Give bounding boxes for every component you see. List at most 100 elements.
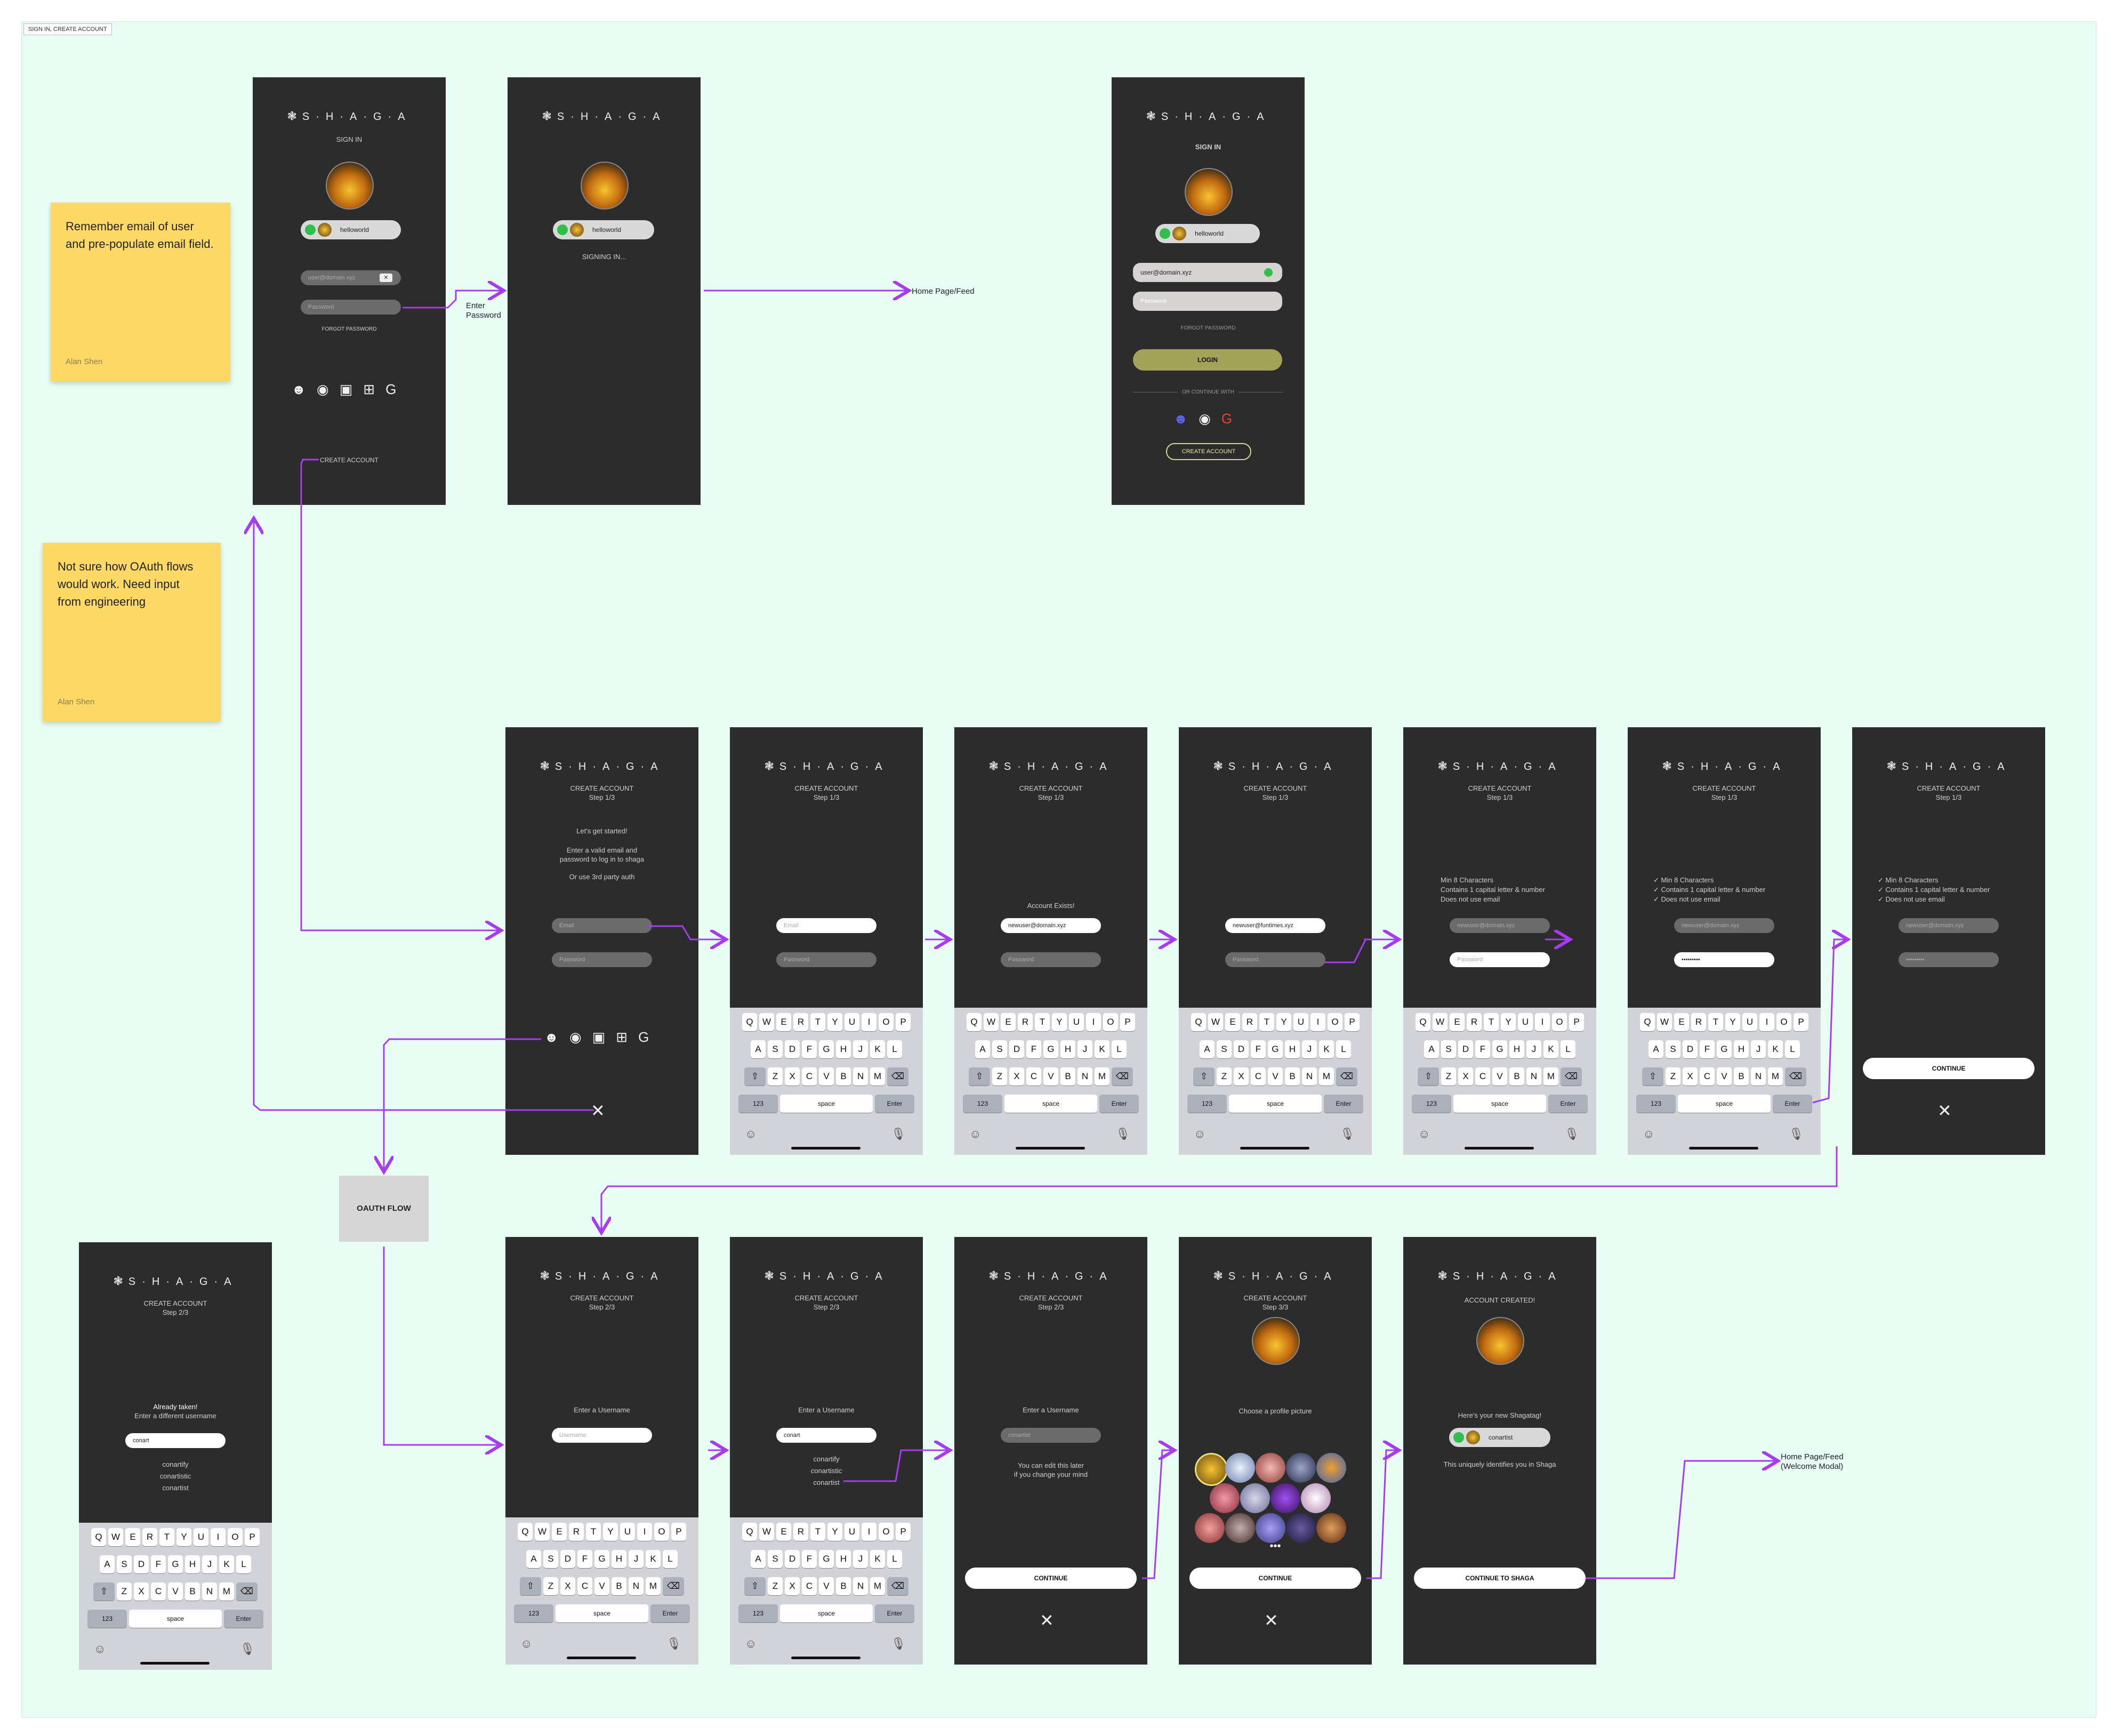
mic-icon[interactable]: 🎙 xyxy=(1789,1127,1804,1140)
keyboard-key[interactable]: Enter xyxy=(875,1604,914,1622)
keyboard-key[interactable]: space xyxy=(1004,1095,1097,1113)
keyboard-key[interactable]: T xyxy=(586,1523,601,1541)
keyboard-key[interactable]: O xyxy=(1328,1013,1342,1031)
emoji-icon[interactable]: ☺ xyxy=(745,1127,757,1140)
keyboard-key[interactable]: T xyxy=(1484,1013,1499,1031)
keyboard-key[interactable]: U xyxy=(845,1013,859,1031)
keyboard-key[interactable]: M xyxy=(646,1577,661,1595)
keyboard-key[interactable]: S xyxy=(992,1040,1007,1058)
keyboard-key[interactable]: G xyxy=(1268,1040,1283,1058)
keyboard-key[interactable]: W xyxy=(1657,1013,1672,1031)
keyboard-key[interactable]: F xyxy=(151,1555,166,1573)
shift-icon[interactable]: ⇧ xyxy=(744,1067,766,1086)
clear-icon[interactable]: ✕ xyxy=(380,274,392,282)
keyboard-key[interactable]: R xyxy=(793,1523,808,1541)
keyboard-key[interactable]: X xyxy=(785,1067,800,1086)
keyboard-key[interactable]: space xyxy=(1453,1095,1546,1113)
username-suggestion[interactable]: conartistic xyxy=(159,1472,191,1480)
keyboard-key[interactable]: X xyxy=(1234,1067,1249,1086)
keyboard-key[interactable]: P xyxy=(1794,1013,1808,1031)
keyboard-key[interactable]: T xyxy=(159,1528,174,1546)
keyboard-key[interactable]: O xyxy=(654,1523,669,1541)
keyboard-key[interactable]: V xyxy=(1268,1067,1283,1086)
create-account-button[interactable]: CREATE ACCOUNT xyxy=(1166,443,1251,460)
keyboard-key[interactable]: I xyxy=(862,1013,876,1031)
profile-picture-option[interactable] xyxy=(1240,1483,1270,1513)
keyboard-key[interactable]: X xyxy=(1009,1067,1024,1086)
keyboard-key[interactable]: N xyxy=(853,1067,868,1086)
password-field[interactable]: ••••••••• xyxy=(1674,952,1774,967)
keyboard-key[interactable]: S xyxy=(768,1550,783,1568)
keyboard-key[interactable]: R xyxy=(569,1523,584,1541)
keyboard-key[interactable]: R xyxy=(793,1013,808,1031)
keyboard-key[interactable]: H xyxy=(1734,1040,1749,1058)
username-field[interactable]: conart xyxy=(125,1433,226,1448)
keyboard-key[interactable]: Enter xyxy=(224,1610,263,1628)
keyboard-key[interactable]: N xyxy=(1302,1067,1317,1086)
keyboard-key[interactable]: E xyxy=(125,1528,140,1546)
keyboard-key[interactable]: K xyxy=(1543,1040,1558,1058)
close-icon[interactable]: ✕ xyxy=(1040,1611,1054,1630)
keyboard-key[interactable]: T xyxy=(810,1013,825,1031)
keyboard-key[interactable]: L xyxy=(1561,1040,1575,1058)
keyboard-key[interactable]: R xyxy=(142,1528,157,1546)
keyboard-key[interactable]: K xyxy=(219,1555,234,1573)
keyboard-key[interactable]: I xyxy=(1759,1013,1774,1031)
keyboard-key[interactable]: V xyxy=(594,1577,609,1595)
forgot-password-link[interactable]: FORGOT PASSWORD xyxy=(321,326,377,332)
keyboard-key[interactable]: Enter xyxy=(650,1604,690,1622)
keyboard-key[interactable]: P xyxy=(896,1013,911,1031)
keyboard-key[interactable]: S xyxy=(1666,1040,1680,1058)
keyboard-key[interactable]: N xyxy=(629,1577,644,1595)
keyboard-key[interactable]: K xyxy=(1319,1040,1334,1058)
emoji-icon[interactable]: ☺ xyxy=(745,1637,757,1650)
emoji-icon[interactable]: ☺ xyxy=(1643,1127,1655,1140)
keyboard-key[interactable]: space xyxy=(780,1604,873,1622)
keyboard-key[interactable]: H xyxy=(1060,1040,1075,1058)
keyboard-key[interactable]: A xyxy=(975,1040,990,1058)
password-field[interactable]: Password xyxy=(301,300,401,315)
keyboard-key[interactable]: F xyxy=(802,1550,817,1568)
keyboard-key[interactable]: F xyxy=(577,1550,592,1568)
keyboard-key[interactable]: C xyxy=(1700,1067,1715,1086)
keyboard-key[interactable]: Y xyxy=(1725,1013,1740,1031)
windows-icon[interactable]: ⊞ xyxy=(363,381,386,397)
keyboard-key[interactable]: M xyxy=(1319,1067,1334,1086)
keyboard-key[interactable]: K xyxy=(870,1040,885,1058)
password-field[interactable]: Password xyxy=(1133,292,1282,311)
keyboard-key[interactable]: space xyxy=(780,1095,873,1113)
keyboard-key[interactable]: G xyxy=(819,1040,834,1058)
keyboard-key[interactable]: Y xyxy=(827,1013,842,1031)
keyboard-key[interactable]: B xyxy=(1285,1067,1300,1086)
keyboard-key[interactable]: J xyxy=(202,1555,217,1573)
keyboard-key[interactable]: O xyxy=(1103,1013,1118,1031)
mic-icon[interactable]: 🎙 xyxy=(1115,1127,1130,1140)
shift-icon[interactable]: ⇧ xyxy=(1193,1067,1215,1086)
keyboard-key[interactable]: V xyxy=(819,1577,834,1595)
steam-icon[interactable]: ◉ xyxy=(569,1029,592,1045)
windows-icon[interactable]: ⊞ xyxy=(616,1029,639,1045)
keyboard-key[interactable]: E xyxy=(1450,1013,1465,1031)
keyboard-key[interactable]: D xyxy=(1234,1040,1249,1058)
keyboard-key[interactable]: I xyxy=(1086,1013,1101,1031)
keyboard-key[interactable]: P xyxy=(671,1523,686,1541)
keyboard-key[interactable]: F xyxy=(802,1040,817,1058)
continue-button[interactable]: CONTINUE xyxy=(965,1568,1137,1589)
password-field[interactable]: Password xyxy=(1225,952,1325,967)
keyboard-key[interactable]: M xyxy=(870,1577,885,1595)
keyboard-key[interactable]: Enter xyxy=(1324,1095,1363,1113)
profile-picture-option[interactable] xyxy=(1301,1483,1331,1513)
keyboard-key[interactable]: C xyxy=(151,1582,166,1601)
backspace-icon[interactable]: ⌫ xyxy=(1336,1067,1357,1086)
emoji-icon[interactable]: ☺ xyxy=(94,1642,106,1655)
keyboard-key[interactable]: J xyxy=(1077,1040,1092,1058)
keyboard-key[interactable]: 123 xyxy=(738,1095,778,1113)
email-field[interactable]: Email xyxy=(776,918,876,933)
keyboard-key[interactable]: L xyxy=(236,1555,251,1573)
keyboard-key[interactable]: E xyxy=(776,1013,791,1031)
keyboard-key[interactable]: K xyxy=(1768,1040,1783,1058)
keyboard-key[interactable]: Q xyxy=(742,1013,757,1031)
keyboard-key[interactable]: Y xyxy=(176,1528,191,1546)
keyboard-key[interactable]: U xyxy=(1518,1013,1533,1031)
keyboard-key[interactable]: space xyxy=(556,1604,648,1622)
